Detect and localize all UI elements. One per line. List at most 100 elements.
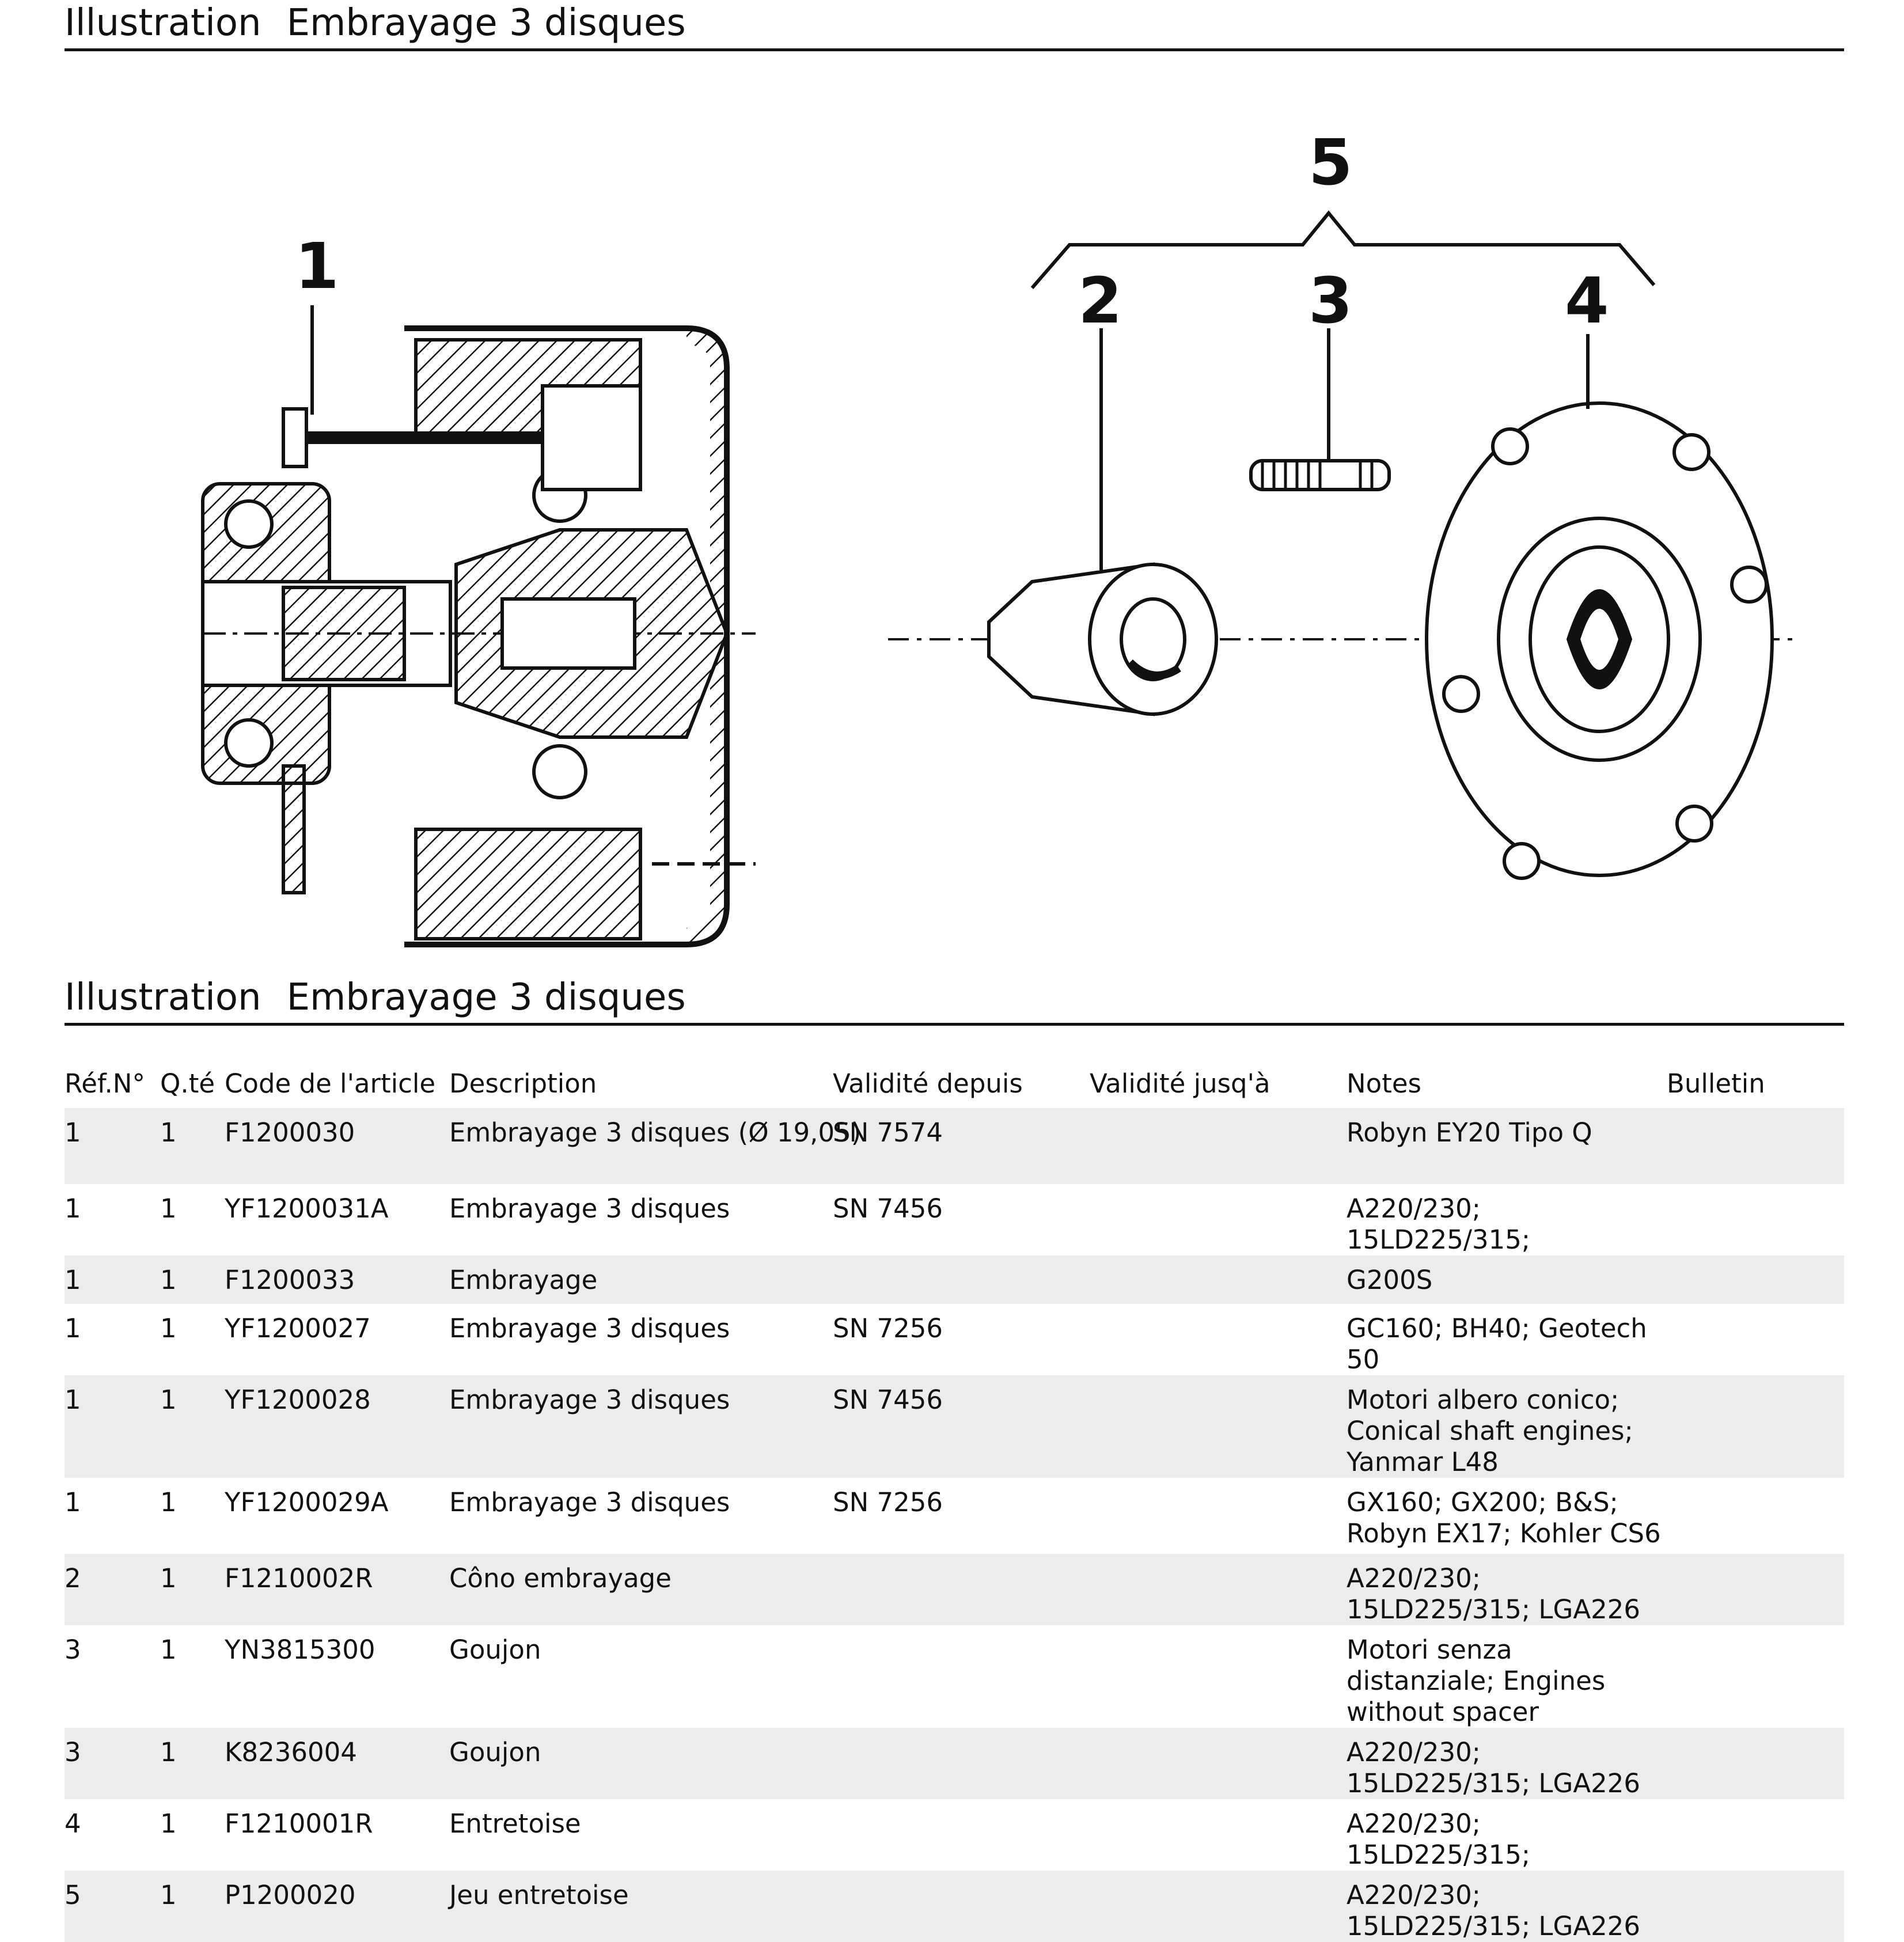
cell-description: Embrayage bbox=[449, 1256, 833, 1304]
cell-bulletin bbox=[1667, 1375, 1844, 1478]
cell-description: Embrayage 3 disques (Ø 19,05) bbox=[449, 1108, 861, 1184]
cell-code: YN3815300 bbox=[225, 1634, 376, 1665]
cell-qty: 1 bbox=[160, 1634, 177, 1665]
cell-ref: 1 bbox=[65, 1375, 160, 1478]
cell-qty: 1 bbox=[160, 1871, 225, 1942]
cell-bulletin bbox=[1667, 1871, 1844, 1942]
cell-valid-to bbox=[1090, 1799, 1347, 1871]
cell-ref: 1 bbox=[65, 1193, 81, 1224]
cell-valid-to bbox=[1090, 1304, 1347, 1375]
cell-qty: 1 bbox=[160, 1313, 177, 1344]
cell-description: Côno embrayage bbox=[449, 1554, 833, 1625]
heading-title: Embrayage 3 disques bbox=[286, 976, 686, 1019]
cell-code: YF1200028 bbox=[225, 1375, 449, 1478]
cell-valid-from bbox=[833, 1625, 1090, 1728]
cell-bulletin bbox=[1667, 1554, 1844, 1625]
clutch-cone-part bbox=[987, 328, 1218, 716]
cell-valid-to bbox=[1090, 1375, 1347, 1478]
cell-qty: 1 bbox=[160, 1554, 225, 1625]
column-header-bulletin: Bulletin bbox=[1667, 1068, 1765, 1099]
column-header-qty: Q.té bbox=[160, 1068, 215, 1099]
table-row[interactable]: 4 1 F1210001R Entretoise A220/230; 15LD2… bbox=[65, 1799, 1844, 1871]
cell-valid-to bbox=[1090, 1184, 1347, 1256]
cell-bulletin bbox=[1667, 1256, 1844, 1304]
cell-valid-to bbox=[1090, 1871, 1347, 1942]
table-row[interactable]: 1 1 YF1200028 Embrayage 3 disques SN 745… bbox=[65, 1375, 1844, 1478]
cell-ref: 5 bbox=[65, 1871, 160, 1942]
cell-notes: GC160; BH40; Geotech 50 bbox=[1347, 1313, 1647, 1375]
table-row[interactable]: 2 1 F1210002R Côno embrayage A220/230; 1… bbox=[65, 1554, 1844, 1625]
cell-ref: 1 bbox=[65, 1256, 160, 1304]
stud-part bbox=[1249, 328, 1391, 491]
exploded-parts bbox=[888, 210, 1792, 880]
cell-qty: 1 bbox=[160, 1728, 225, 1799]
column-header-notes: Notes bbox=[1347, 1068, 1421, 1099]
heading-title: Embrayage 3 disques bbox=[286, 2, 686, 44]
cell-qty: 1 bbox=[160, 1375, 225, 1478]
cell-notes: G200S bbox=[1347, 1256, 1667, 1304]
cell-valid-to bbox=[1090, 1108, 1347, 1184]
cell-description: Goujon bbox=[449, 1634, 541, 1665]
cell-description: Embrayage 3 disques bbox=[449, 1487, 730, 1518]
cell-valid-from bbox=[833, 1554, 1090, 1625]
cell-code: K8236004 bbox=[225, 1728, 449, 1799]
table-row[interactable]: 5 1 P1200020 Jeu entretoise A220/230; 15… bbox=[65, 1871, 1844, 1942]
table-row[interactable]: 1 1 YF1200027 Embrayage 3 disques SN 725… bbox=[65, 1304, 1844, 1375]
parts-table: Réf.N° Q.té Code de l'article Descriptio… bbox=[65, 1060, 1844, 1942]
table-header-row: Réf.N° Q.té Code de l'article Descriptio… bbox=[65, 1060, 1844, 1108]
cell-ref: 1 bbox=[65, 1108, 160, 1184]
column-header-description: Description bbox=[449, 1068, 597, 1099]
cell-notes: Robyn EY20 Tipo Q bbox=[1347, 1108, 1667, 1184]
table-row[interactable]: 1 1 F1200033 Embrayage G200S bbox=[65, 1256, 1844, 1304]
table-row[interactable]: 3 1 K8236004 Goujon A220/230; 15LD225/31… bbox=[65, 1728, 1844, 1799]
cell-code: YF1200029A bbox=[225, 1487, 389, 1518]
cell-valid-to bbox=[1090, 1554, 1347, 1625]
table-row[interactable]: 1 1 YF1200029A Embrayage 3 disques SN 72… bbox=[65, 1478, 1844, 1554]
cell-ref: 3 bbox=[65, 1728, 160, 1799]
cell-valid-from: SN 7256 bbox=[833, 1487, 943, 1518]
cell-code: YF1200027 bbox=[225, 1313, 371, 1344]
callout-3: 3 bbox=[1308, 264, 1353, 337]
column-header-code: Code de l'article bbox=[225, 1068, 436, 1099]
cell-notes: GX160; GX200; B&S; Robyn EX17; Kohler CS… bbox=[1347, 1487, 1661, 1549]
cell-valid-from: SN 7456 bbox=[833, 1375, 1090, 1478]
cell-qty: 1 bbox=[160, 1487, 177, 1518]
cell-valid-to bbox=[1090, 1625, 1347, 1728]
table-row[interactable]: 1 1 YF1200031A Embrayage 3 disques SN 74… bbox=[65, 1184, 1844, 1256]
cell-valid-from: SN 7256 bbox=[833, 1313, 943, 1344]
cell-code: YF1200031A bbox=[225, 1193, 389, 1224]
cell-notes: Motori albero conico; Conical shaft engi… bbox=[1347, 1375, 1667, 1478]
cell-description: Jeu entretoise bbox=[449, 1871, 833, 1942]
cell-bulletin bbox=[1667, 1478, 1844, 1554]
cell-ref: 3 bbox=[65, 1634, 81, 1665]
cell-valid-to bbox=[1090, 1478, 1347, 1554]
column-header-valid-to: Validité jusq'à bbox=[1090, 1068, 1270, 1099]
cell-qty: 1 bbox=[160, 1108, 225, 1184]
cell-code: F1200033 bbox=[225, 1256, 449, 1304]
cell-valid-from bbox=[833, 1728, 1090, 1799]
cell-qty: 1 bbox=[160, 1256, 225, 1304]
cell-valid-from: SN 7574 bbox=[833, 1108, 1090, 1184]
table-row[interactable]: 3 1 YN3815300 Goujon Motori senza distan… bbox=[65, 1625, 1844, 1728]
cell-notes: A220/230; 15LD225/315; bbox=[1347, 1193, 1531, 1255]
cell-notes: A220/230; 15LD225/315; bbox=[1347, 1808, 1531, 1870]
column-header-ref: Réf.N° bbox=[65, 1068, 145, 1099]
cell-description: Embrayage 3 disques bbox=[449, 1313, 730, 1344]
cell-description: Embrayage 3 disques bbox=[449, 1375, 833, 1478]
table-row[interactable]: 1 1 F1200030 Embrayage 3 disques (Ø 19,0… bbox=[65, 1108, 1844, 1184]
callout-1: 1 bbox=[295, 229, 339, 303]
cell-qty: 1 bbox=[160, 1193, 177, 1224]
cell-valid-to bbox=[1090, 1256, 1347, 1304]
spacer-flange-part bbox=[1425, 334, 1774, 880]
cell-qty: 1 bbox=[160, 1808, 177, 1839]
cell-notes: A220/230; 15LD225/315; LGA226 bbox=[1347, 1871, 1667, 1942]
callout-5: 5 bbox=[1308, 126, 1353, 199]
cell-code: F1210001R bbox=[225, 1808, 373, 1839]
cell-ref: 1 bbox=[65, 1313, 81, 1344]
exploded-parts-drawing: 1 bbox=[65, 115, 1844, 973]
column-header-valid-from: Validité depuis bbox=[833, 1068, 1023, 1099]
cell-valid-from bbox=[833, 1871, 1090, 1942]
cell-bulletin bbox=[1667, 1108, 1844, 1184]
